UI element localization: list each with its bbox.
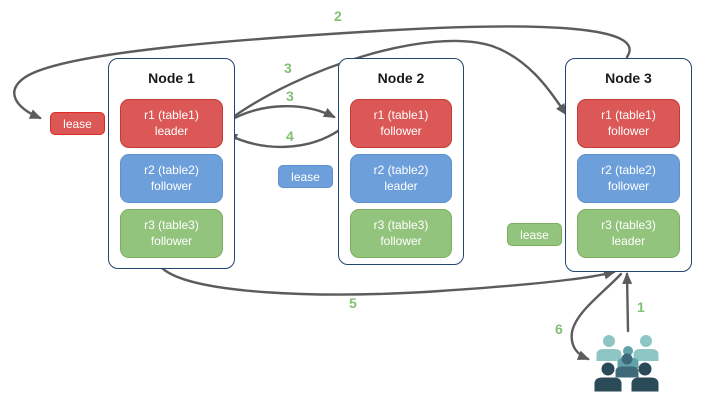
replica-name: r2 (table2) xyxy=(144,162,199,177)
arrow-step-6 xyxy=(570,272,623,361)
node-1: Node 1 r1 (table1) leader r2 (table2) fo… xyxy=(108,58,235,269)
replica-role: leader xyxy=(611,233,646,248)
node-2-replica-r3: r3 (table3) follower xyxy=(350,209,452,258)
step-1-label: 1 xyxy=(637,299,645,315)
users-group-icon xyxy=(594,335,659,392)
node-2: Node 2 r1 (table1) follower r2 (table2) … xyxy=(338,58,464,265)
step-6-label: 6 xyxy=(555,321,563,337)
replica-role: follower xyxy=(150,178,193,193)
arrow-step-5 xyxy=(160,266,616,296)
replica-name: r2 (table2) xyxy=(373,162,429,177)
replica-name: r3 (table3) xyxy=(601,217,656,232)
node-3-title: Node 3 xyxy=(605,70,652,86)
lease-label-red: lease xyxy=(50,112,105,135)
replica-name: r1 (table1) xyxy=(601,107,656,122)
step-4-label: 4 xyxy=(286,128,294,144)
replica-role: leader xyxy=(154,123,189,138)
replica-role: follower xyxy=(380,123,422,138)
replica-role: follower xyxy=(607,178,650,193)
node-2-replica-r1: r1 (table1) follower xyxy=(350,99,452,148)
replica-name: r3 (table3) xyxy=(373,217,429,232)
step-5-label: 5 xyxy=(349,295,357,311)
replica-role: follower xyxy=(150,233,193,248)
node-1-replica-r2: r2 (table2) follower xyxy=(120,154,223,203)
node-3-replica-r3: r3 (table3) leader xyxy=(577,209,680,258)
node-3-replica-r1: r1 (table1) follower xyxy=(577,99,680,148)
arrow-step-4 xyxy=(225,127,343,149)
arrow-step-2 xyxy=(13,25,631,120)
node-2-replica-r2: r2 (table2) leader xyxy=(350,154,452,203)
replica-name: r1 (table1) xyxy=(144,107,199,122)
node-3-replica-r2: r2 (table2) follower xyxy=(577,154,680,203)
replica-name: r2 (table2) xyxy=(601,162,656,177)
replica-name: r1 (table1) xyxy=(373,107,429,122)
step-2-label: 2 xyxy=(334,8,342,24)
step-3-label-lower: 3 xyxy=(286,88,294,104)
replica-name: r3 (table3) xyxy=(144,217,199,232)
lease-label-blue: lease xyxy=(278,165,333,188)
arrow-step-1 xyxy=(622,272,633,333)
arrow-step-3-short xyxy=(227,105,336,123)
node-1-replica-r3: r3 (table3) follower xyxy=(120,209,223,258)
step-3-label-upper: 3 xyxy=(284,60,292,76)
lease-label-green: lease xyxy=(507,223,562,246)
node-1-replica-r1: r1 (table1) leader xyxy=(120,99,223,148)
node-2-title: Node 2 xyxy=(377,70,425,86)
node-1-title: Node 1 xyxy=(148,70,195,86)
node-3: Node 3 r1 (table1) follower r2 (table2) … xyxy=(565,58,692,272)
replica-role: follower xyxy=(380,233,422,248)
replica-role: follower xyxy=(607,123,650,138)
replica-role: leader xyxy=(384,178,418,193)
